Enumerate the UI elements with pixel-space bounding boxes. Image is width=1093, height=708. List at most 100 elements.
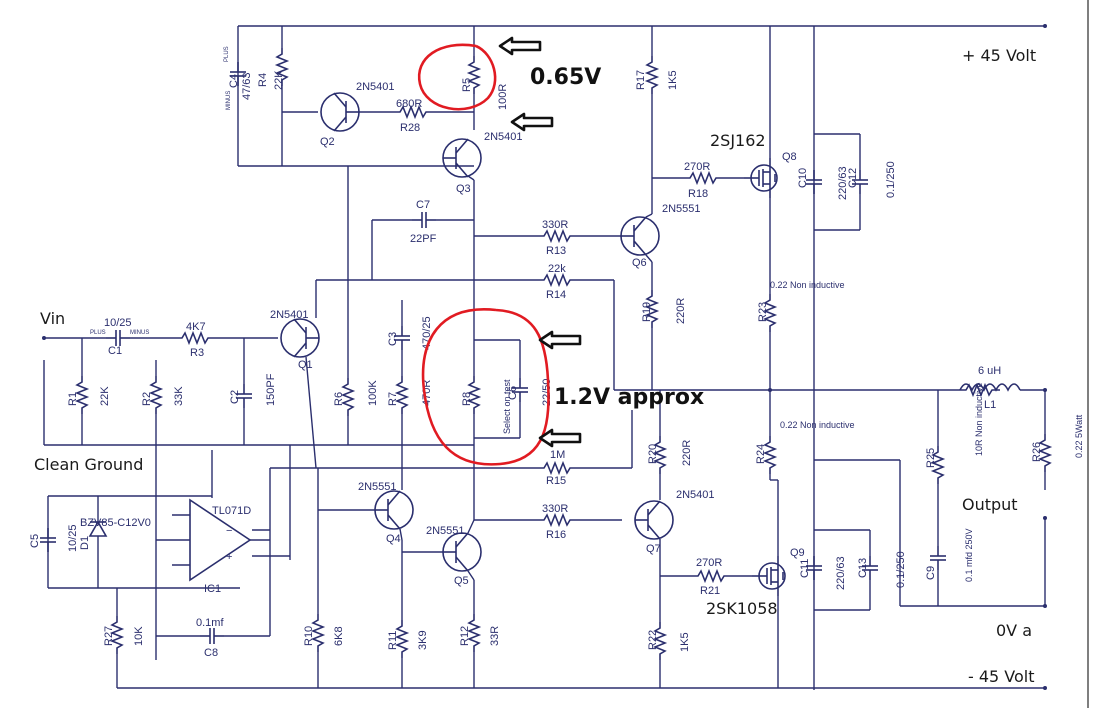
r13-value: 330R <box>542 219 568 231</box>
transistor-q5: Q5 2N5551 <box>402 450 482 614</box>
q6-ref: Q6 <box>632 257 647 269</box>
c3-ref: C3 <box>387 332 399 346</box>
negative-rail-label: - 45 Volt <box>968 667 1035 686</box>
q2-type: 2N5401 <box>356 81 395 93</box>
resistor-r3: 4K7 R3 <box>175 321 278 359</box>
q4-ref: Q4 <box>386 533 401 545</box>
annotation-vbe: 1.2V approx <box>421 308 704 466</box>
inductor-l1: 6 uH L1 <box>959 365 1047 411</box>
mosfet-q9: Q9 2SK1058 <box>706 480 805 688</box>
q7-ref: Q7 <box>646 543 661 555</box>
resistor-r24: R24 0.22 Non inductive <box>755 390 855 481</box>
annotation-r5: 0.65V <box>417 36 601 132</box>
c7-ref: C7 <box>416 199 430 211</box>
r20-value: 220R <box>681 440 693 466</box>
r27-ref: R27 <box>103 626 115 646</box>
c10-c12-decoupling: C10 220/63 C12 0.1/250 <box>797 26 897 690</box>
c8-value: 0.1mf <box>196 617 224 629</box>
r24-value: 0.22 Non inductive <box>780 420 855 430</box>
resistor-r2: R2 33K <box>141 360 185 660</box>
arrow-lower-icon <box>538 428 582 448</box>
r3-ref: R3 <box>190 347 204 359</box>
r28-value: 680R <box>396 98 422 110</box>
q1-ref: Q1 <box>298 359 313 371</box>
r24-ref: R24 <box>755 444 767 464</box>
r10-ref: R10 <box>303 626 315 646</box>
q3-type: 2N5401 <box>484 131 523 143</box>
ic1-type: TL071D <box>212 505 251 517</box>
resistor-r27: R27 10K <box>103 588 145 688</box>
r17-value: 1K5 <box>667 70 679 90</box>
resistor-r6: R6 100K <box>333 360 379 445</box>
capacitor-c1: 10/25 C1 PLUS MINUS <box>90 317 176 357</box>
resistor-r21: 270R R21 <box>660 557 752 597</box>
r5-value: 100R <box>497 84 509 110</box>
mosfet-q8: Q8 2SJ162 <box>710 26 797 270</box>
c6-value: 22/50 <box>541 378 553 406</box>
transistor-q6: Q6 2N5551 <box>620 203 701 290</box>
r7-ref: R7 <box>387 392 399 406</box>
c11-value: 220/63 <box>835 556 847 590</box>
resistor-r23: R23 0.22 Non inductive <box>757 270 845 390</box>
annotation-065v: 0.65V <box>530 65 601 90</box>
c2-ref: C2 <box>229 390 241 404</box>
clean-ground-label: Clean Ground <box>34 455 143 474</box>
r16-ref: R16 <box>546 529 566 541</box>
arrow-upper-icon <box>538 330 582 350</box>
l1-ref: L1 <box>984 399 996 411</box>
positive-rail: + 45 Volt <box>238 24 1047 65</box>
red-circle-vbe <box>421 308 550 466</box>
r12-ref: R12 <box>459 626 471 646</box>
r25-ref: R25 <box>925 448 937 468</box>
capacitor-c6: C6 22/50 <box>507 340 553 438</box>
r15-value: 1M <box>550 449 565 461</box>
q7-type: 2N5401 <box>676 489 715 501</box>
r6-value: 100K <box>367 380 379 406</box>
r26-ref: R26 <box>1031 442 1043 462</box>
negative-rail: - 45 Volt <box>117 667 1047 690</box>
capacitor-c2: C2 150PF <box>229 338 277 445</box>
resistor-r16: 330R R16 <box>474 503 622 541</box>
capacitor-c7: C7 22PF <box>371 199 474 280</box>
capacitor-c9: C9 0.1 mfd 250V <box>900 528 1047 608</box>
r28-ref: R28 <box>400 122 420 134</box>
r11-value: 3K9 <box>417 630 429 650</box>
transistor-q7: Q7 2N5401 <box>634 489 715 600</box>
r19-ref: R19 <box>641 302 653 322</box>
c1-minus: MINUS <box>130 330 149 336</box>
r17-ref: R17 <box>635 70 647 90</box>
c11-ref: C11 <box>799 559 811 578</box>
r12-value: 33R <box>489 626 501 646</box>
r8-value: Select on test <box>502 379 512 434</box>
capacitor-c8: 0.1mf C8 <box>156 617 270 659</box>
resistor-r22: R22 1K5 <box>647 600 691 688</box>
c5-ref: C5 <box>29 534 41 548</box>
c9-value: 0.1 mfd 250V <box>964 528 974 582</box>
c12-ref: C12 <box>847 168 859 188</box>
clean-ground-bus: Clean Ground <box>34 360 474 474</box>
c7-value: 22PF <box>410 233 437 245</box>
r26-value: 0.22 5Watt <box>1074 414 1084 458</box>
c1-ref: C1 <box>108 345 122 357</box>
c4-ref: C4 <box>228 74 240 88</box>
resistor-r1: R1 22K <box>67 338 111 445</box>
r18-value: 270R <box>684 161 710 173</box>
r11-ref: R11 <box>387 631 399 650</box>
c5-value: 10/25 <box>67 524 79 552</box>
resistor-r14: 22k R14 <box>315 263 615 390</box>
capacitor-c5: C5 10/25 <box>29 524 79 553</box>
resistor-r19: R19 220R <box>641 289 687 390</box>
q2-ref: Q2 <box>320 136 335 148</box>
c11-c13-decoupling: C11 220/63 C13 0.1/250 <box>799 459 907 611</box>
ic1-ref: IC1 <box>204 583 221 595</box>
transistor-q4: Q4 2N5551 <box>318 481 414 620</box>
c4-plus: PLUS <box>224 46 230 62</box>
r19-value: 220R <box>675 298 687 324</box>
ic1-plus-sign: + <box>226 551 232 563</box>
resistor-r10: R10 6K8 <box>303 468 345 688</box>
r14-ref: R14 <box>546 289 566 301</box>
d1-ref: D1 <box>79 536 91 550</box>
positive-rail-label: + 45 Volt <box>962 46 1036 65</box>
resistor-r26: R26 0.22 5Watt <box>1031 390 1084 606</box>
r6-ref: R6 <box>333 392 345 406</box>
